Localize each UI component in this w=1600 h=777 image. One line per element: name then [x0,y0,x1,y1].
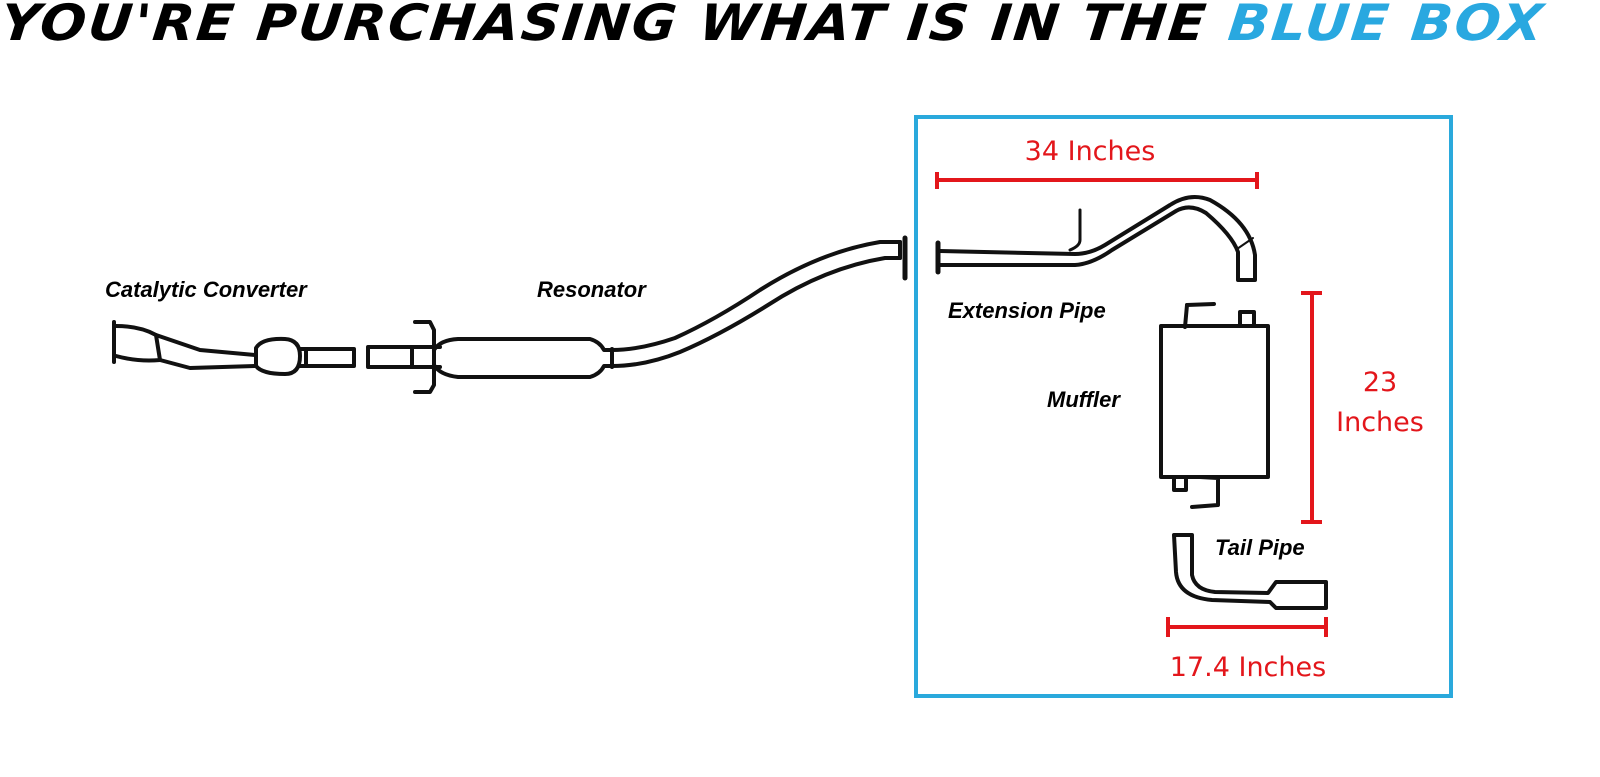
label-resonator: Resonator [537,277,647,302]
label-tail-pipe: Tail Pipe [1215,535,1305,560]
measure-17-4-label: 17.4 Inches [1170,652,1326,683]
measure-23-unit: Inches [1336,407,1424,438]
measure-34-label: 34 Inches [1025,136,1156,167]
label-catalytic-converter: Catalytic Converter [105,277,308,302]
blue-box [914,115,1453,698]
measure-34-inches [935,172,1259,189]
measure-23-value: 23 [1363,367,1397,398]
label-extension-pipe: Extension Pipe [948,298,1106,323]
muffler-drawing [1159,302,1270,509]
resonator-drawing [366,235,908,394]
tail-pipe-drawing [1172,533,1328,610]
extension-pipe-drawing [935,194,1257,282]
label-muffler: Muffler [1047,387,1121,412]
measure-23-inches [1301,291,1322,524]
catalytic-converter-drawing [112,320,356,376]
measure-17-4-inches [1166,617,1328,637]
